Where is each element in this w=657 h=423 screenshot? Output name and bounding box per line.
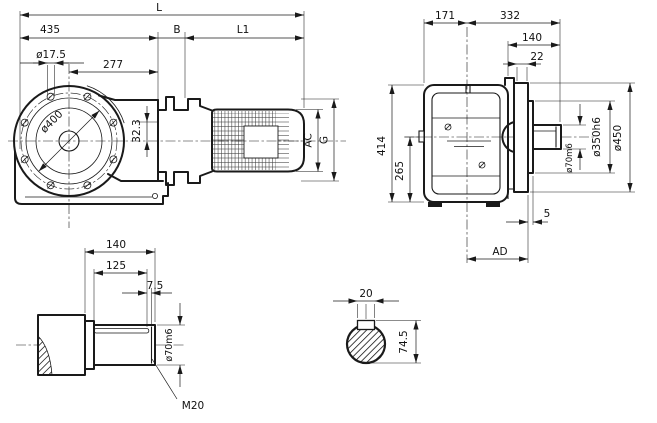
terminal-box — [243, 125, 279, 159]
output-shaft — [532, 124, 562, 150]
housing-plugs — [444, 123, 486, 169]
dim-line-400 — [38, 110, 100, 172]
hub-break-hatch — [37, 335, 53, 376]
front-view: 171 332 140 22 414 265 ø450 ø350h6 ø70m6… — [376, 10, 635, 263]
neck-top-profile — [157, 96, 213, 112]
dim-277: 277 — [103, 59, 123, 71]
dim-B: B — [173, 24, 180, 36]
shaft-detail-view: 140 125 7.5 ø70m6 M20 — [16, 239, 204, 412]
foot-pad-right — [486, 202, 500, 207]
dim-s140: 140 — [106, 239, 126, 251]
dim-s125: 125 — [106, 260, 126, 272]
dim-s7-5: 7.5 — [147, 280, 164, 292]
dim-17-5: ø17.5 — [36, 49, 66, 61]
dim-74-5: 74.5 — [398, 330, 410, 353]
flange-spigot-circle — [35, 107, 103, 175]
dim-22: 22 — [530, 51, 543, 63]
foot-pad-left — [428, 202, 442, 207]
dim-265: 265 — [394, 161, 406, 181]
dim-L1: L1 — [237, 24, 250, 36]
dim-140: 140 — [522, 32, 542, 44]
bolt-holes — [20, 92, 118, 190]
dim-32-3: 32.3 — [131, 119, 143, 142]
dim-5: 5 — [544, 208, 551, 220]
shaft-section-circle — [345, 323, 387, 365]
dim-70-front: ø70m6 — [565, 143, 575, 173]
neck-bottom-profile — [157, 170, 213, 186]
dim-400: ø400 — [38, 108, 65, 135]
housing-inner-outline — [431, 92, 501, 195]
m20-leader — [151, 358, 178, 400]
housing-step — [507, 188, 514, 199]
flange-outer-circle — [13, 85, 125, 197]
dim-AC: AC — [303, 133, 315, 147]
bolt-circle — [20, 92, 118, 190]
motor-body — [211, 108, 305, 173]
keyway-outline — [93, 328, 150, 334]
dim-m20: M20 — [182, 400, 204, 412]
housing-top-edge — [98, 94, 159, 101]
shaft-hub-arc — [501, 121, 515, 153]
flange-inner-circle — [25, 97, 113, 185]
drain-plug — [151, 192, 158, 199]
dim-G: G — [319, 136, 331, 144]
top-boss — [504, 77, 515, 86]
housing-boss-arc — [86, 85, 125, 124]
dim-s70: ø70m6 — [164, 328, 175, 361]
output-flange — [513, 82, 529, 193]
dim-20: 20 — [359, 288, 372, 300]
key-section-view: 20 74.5 — [333, 288, 421, 365]
dim-L: L — [156, 2, 162, 14]
side-view: L 435 B L1 277 ø17.5 ø400 32.3 AC G — [8, 2, 346, 228]
dim-171: 171 — [435, 10, 455, 22]
base-outline — [14, 151, 169, 205]
shaft-body — [93, 324, 156, 366]
dim-332: 332 — [500, 10, 520, 22]
dim-450: ø450 — [612, 125, 624, 151]
key — [356, 319, 376, 331]
shaft-shoulder — [84, 320, 95, 370]
dim-414: 414 — [376, 136, 388, 156]
housing-bottom-edge — [107, 173, 164, 182]
dim-AD: AD — [492, 246, 507, 258]
dim-435: 435 — [40, 24, 60, 36]
housing-outline — [423, 84, 509, 203]
side-lug — [418, 130, 425, 143]
dim-350: ø350h6 — [591, 117, 603, 157]
